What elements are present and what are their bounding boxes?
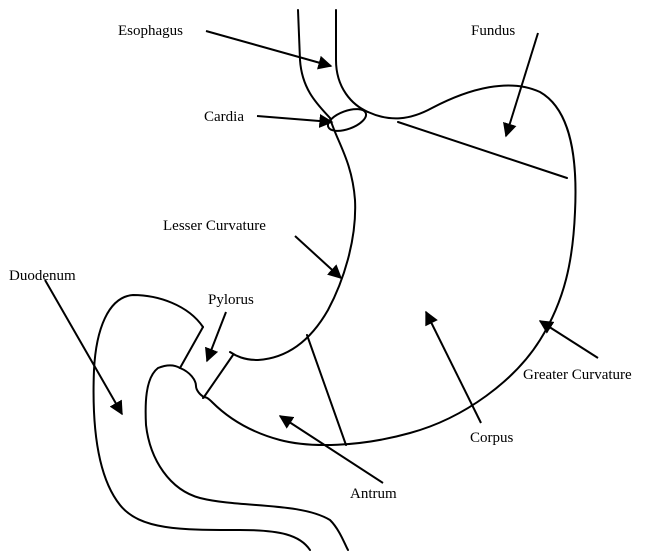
lesser-curvature-outline [230,118,355,360]
esophagus-label: Esophagus [118,23,183,39]
duodenum-label: Duodenum [9,268,76,284]
pylorus-lower-line [204,355,233,397]
greater-curvature-outline [203,85,576,445]
pylorus-label: Pylorus [208,292,254,308]
lesser-curvature-label: Lesser Curvature [163,218,266,234]
cardia-ring [325,105,369,136]
esophagus-arrow [206,31,331,66]
antrum-arrow [280,416,383,483]
greater-curvature-label: Greater Curvature [523,367,632,383]
cardia-arrow [257,116,332,122]
fundus-label: Fundus [471,23,515,39]
corpus-label: Corpus [470,430,514,446]
antrum-label: Antrum [350,486,397,502]
fundus-corpus-divider [398,122,567,178]
greater-curvature-arrow [540,321,598,358]
pylorus-upper-line [180,327,203,368]
duodenum-inner-outline [146,365,348,550]
corpus-arrow [426,312,481,423]
corpus-antrum-divider [307,335,346,445]
lesser-curvature-arrow [295,236,341,278]
duodenum-arrow [45,280,122,414]
esophagus-right-wall [336,10,368,112]
pyloric-knuckle-outline [180,368,204,397]
duodenum-outer-outline [94,295,310,550]
cardia-label: Cardia [204,109,244,125]
pylorus-arrow [207,312,226,361]
